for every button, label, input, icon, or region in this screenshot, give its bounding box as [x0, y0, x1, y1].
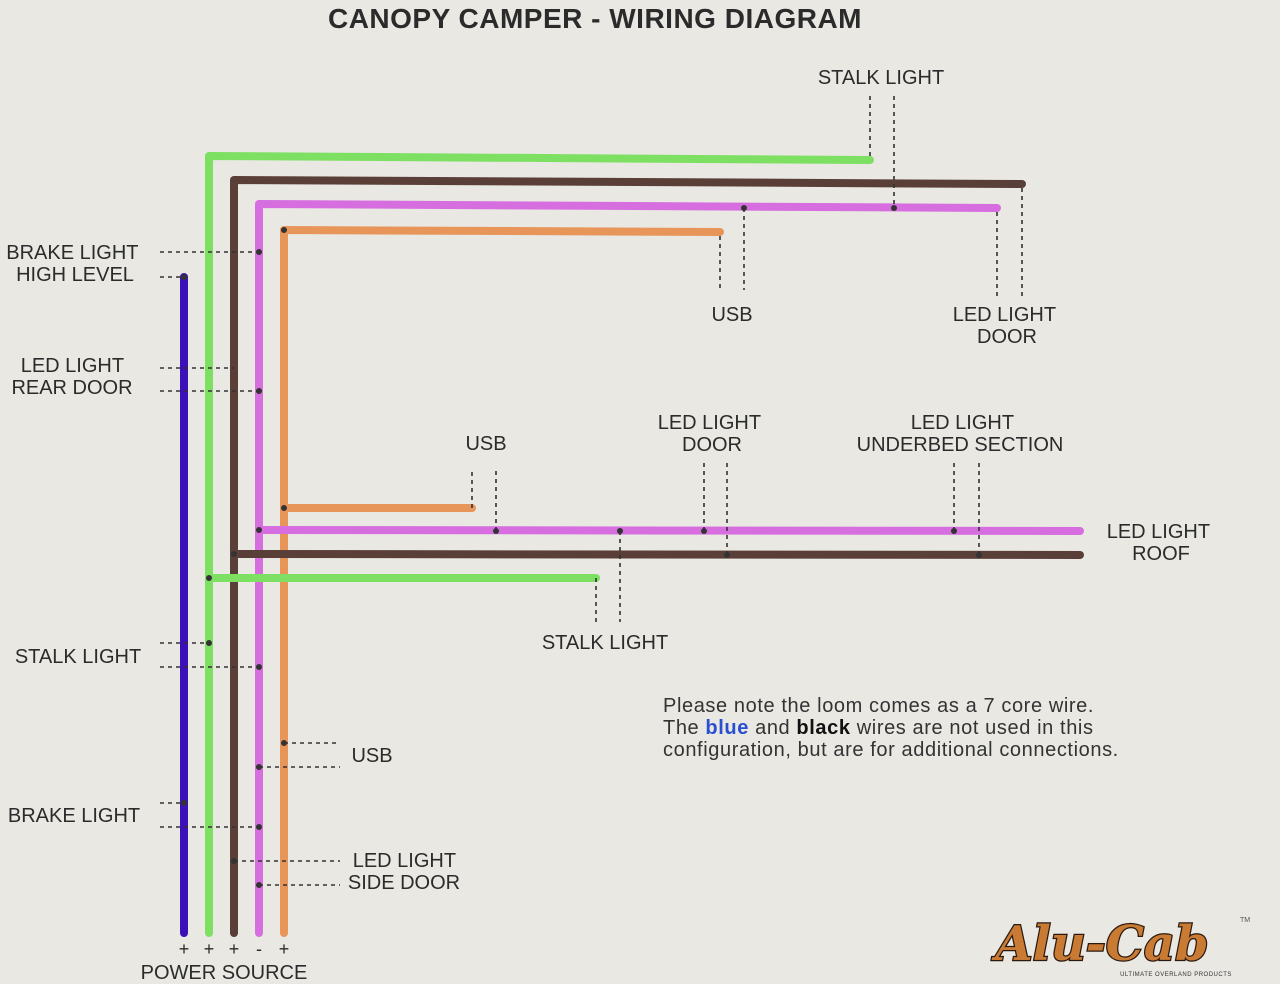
green-wire-main	[205, 152, 874, 937]
label-usb-low: USB	[351, 745, 392, 767]
label-stalk-light-left: STALK LIGHT	[15, 646, 141, 668]
svg-text:Alu-Cab: Alu-Cab	[991, 916, 1208, 972]
label-brake-light: BRAKE LIGHT	[8, 805, 140, 827]
note-black-word: black	[796, 717, 850, 739]
label-usb-top: USB	[711, 304, 752, 326]
svg-text:+: +	[179, 939, 190, 959]
svg-text:Please note the loom comes as: Please note the loom comes as a 7 core w…	[663, 695, 1094, 717]
svg-text:configuration, but are for add: configuration, but are for additional co…	[663, 739, 1119, 761]
wiring-note: Please note the loom comes as a 7 core w…	[663, 695, 1119, 761]
label-stalk-light-mid: STALK LIGHT	[542, 632, 668, 654]
label-led-underbed: LED LIGHT UNDERBED SECTION	[857, 412, 1064, 456]
label-led-roof: LED LIGHT ROOF	[1107, 521, 1216, 565]
labels: STALK LIGHT USB LED LIGHT DOOR BRAKE LIG…	[6, 67, 1216, 984]
svg-text:ULTIMATE OVERLAND PRODUCTS: ULTIMATE OVERLAND PRODUCTS	[1120, 972, 1232, 978]
svg-text:+: +	[229, 939, 240, 959]
wires	[180, 152, 1084, 937]
label-led-rear-door: LED LIGHT REAR DOOR	[11, 355, 132, 399]
junction-dots	[181, 205, 982, 888]
svg-text:+: +	[204, 939, 215, 959]
diagram-title: CANOPY CAMPER - WIRING DIAGRAM	[328, 3, 862, 34]
label-stalk-light-top: STALK LIGHT	[818, 67, 944, 89]
power-terminals: + + + - +	[179, 939, 290, 959]
svg-text:+: +	[279, 939, 290, 959]
label-led-door-mid: LED LIGHT DOOR	[658, 412, 767, 456]
brown-wire-main	[230, 176, 1026, 937]
svg-text:-: -	[256, 939, 262, 959]
svg-text:The blue and black wires are: The blue and black wires are not used in…	[663, 717, 1094, 739]
alu-cab-logo: Alu-Cab TM ULTIMATE OVERLAND PRODUCTS	[990, 915, 1250, 978]
label-led-door-top: LED LIGHT DOOR	[953, 304, 1062, 348]
note-blue-word: blue	[705, 717, 749, 739]
svg-text:TM: TM	[1240, 917, 1250, 924]
purple-wire-branch	[255, 526, 1084, 535]
label-led-side-door: LED LIGHT SIDE DOOR	[348, 850, 461, 894]
brown-wire-branch	[230, 550, 1084, 559]
label-brake-light-high-level: BRAKE LIGHT HIGH LEVEL	[6, 242, 143, 286]
purple-wire-main	[255, 200, 1001, 937]
label-usb-mid: USB	[465, 433, 506, 455]
leader-lines	[160, 96, 1023, 886]
label-power-source: POWER SOURCE	[141, 962, 308, 984]
